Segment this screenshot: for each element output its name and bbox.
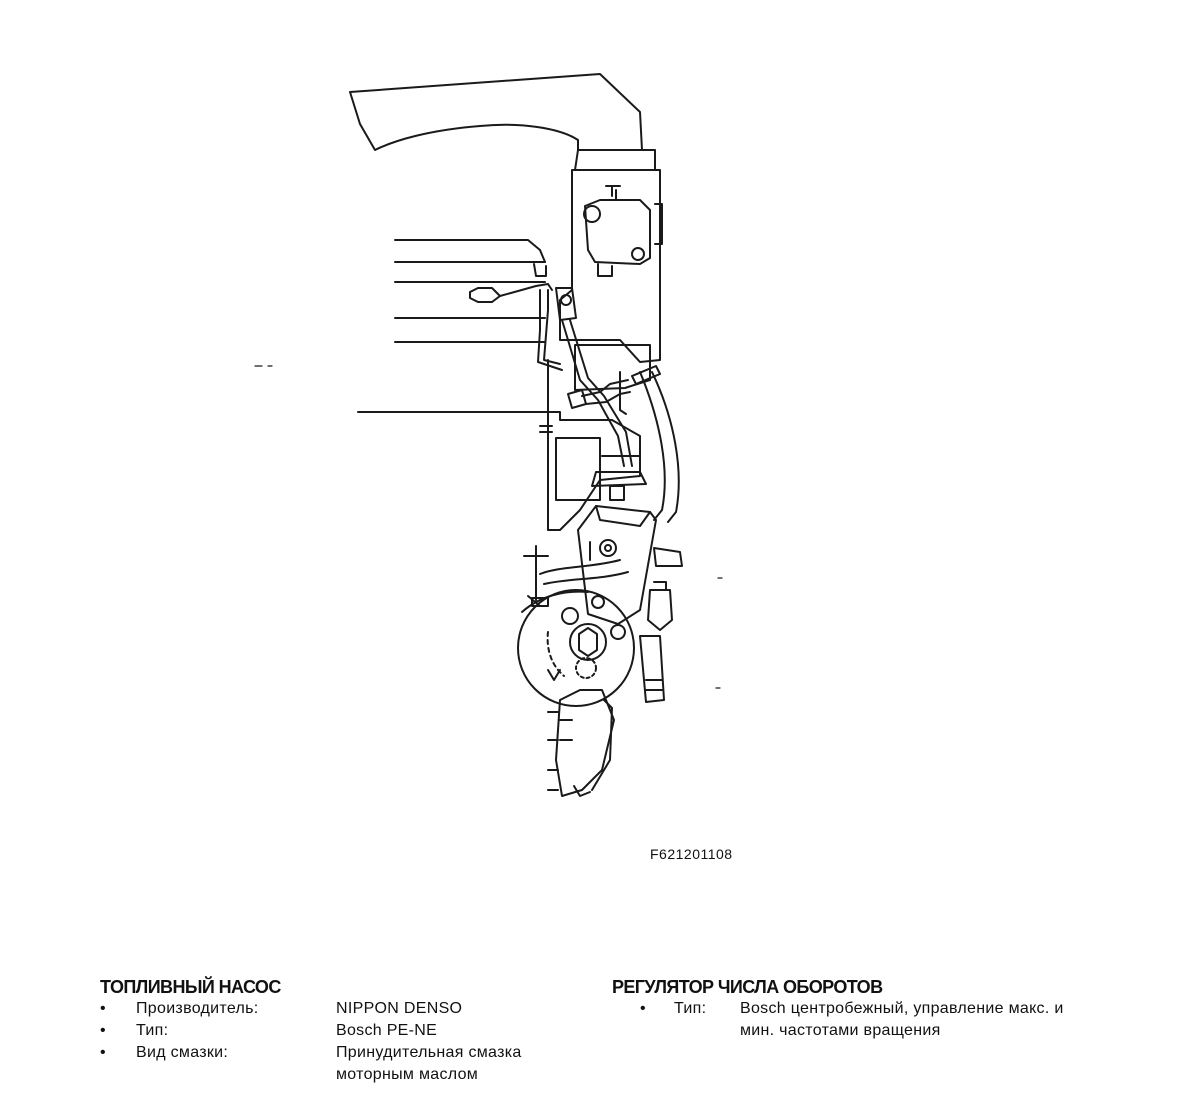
spec-value: Bosch PE-NE [336, 1022, 438, 1039]
spec-label: Тип: [136, 1022, 169, 1039]
spec-label: Тип: [674, 1000, 707, 1017]
spec-value: Принудительная смазка моторным маслом [336, 1044, 522, 1083]
spec-row-manufacturer: • Производитель: NIPPON DENSO [100, 998, 600, 1020]
fuel-pump-section: ТОПЛИВНЫЙ НАСОС • Производитель: NIPPON … [100, 976, 600, 1086]
spec-value: Bosch центробежный, управление макс. и м… [740, 1000, 1064, 1039]
spec-value: NIPPON DENSO [336, 1000, 463, 1017]
bullet: • [100, 1044, 106, 1061]
spec-row-type: • Тип: Bosch центробежный, управление ма… [612, 998, 1092, 1042]
bullet: • [100, 1022, 106, 1039]
spec-label: Производитель: [136, 1000, 259, 1017]
governor-section: РЕГУЛЯТОР ЧИСЛА ОБОРОТОВ • Тип: Bosch це… [612, 976, 1092, 1042]
fuel-pump-title: ТОПЛИВНЫЙ НАСОС [100, 977, 281, 997]
spec-label: Вид смазки: [136, 1044, 229, 1061]
governor-title: РЕГУЛЯТОР ЧИСЛА ОБОРОТОВ [612, 977, 883, 997]
figure-code: F621201108 [650, 846, 733, 862]
fuel-injection-pump-diagram-icon [254, 73, 723, 797]
spec-row-type: • Тип: Bosch PE-NE [100, 1020, 600, 1042]
spec-row-lubrication: • Вид смазки: Принудительная смазка мото… [100, 1042, 600, 1086]
bullet: • [640, 1000, 646, 1017]
bullet: • [100, 1000, 106, 1017]
pump-illustration [254, 73, 723, 797]
